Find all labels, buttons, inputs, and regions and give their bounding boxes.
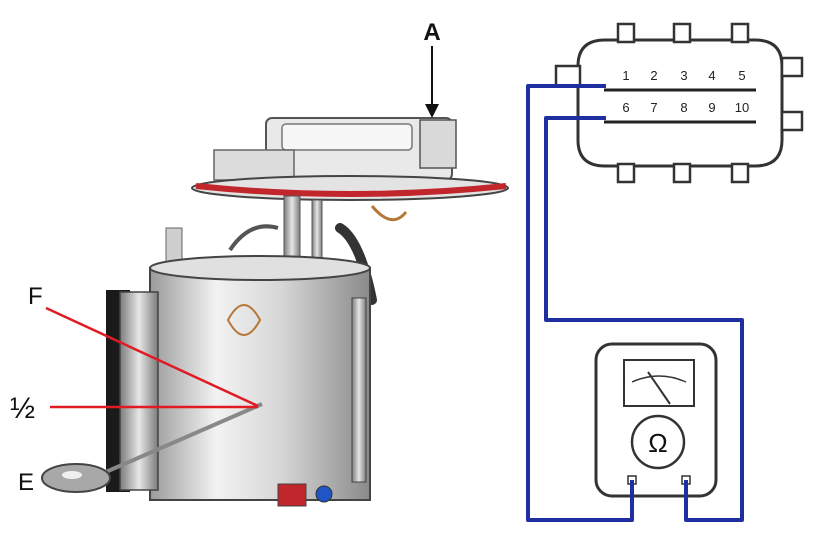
reservoir-body bbox=[149, 267, 371, 501]
pin-label-8: 8 bbox=[680, 100, 687, 115]
module-cover bbox=[281, 123, 413, 151]
pin-label-10: 10 bbox=[735, 100, 749, 115]
module-side-block bbox=[213, 149, 295, 181]
meter-dial bbox=[623, 359, 695, 407]
test-lead-pin1 bbox=[526, 84, 634, 522]
connector-top-key-1 bbox=[616, 22, 636, 44]
label-a: A bbox=[423, 19, 440, 46]
connector-top-key-2 bbox=[672, 22, 692, 44]
ohmmeter: Ω bbox=[594, 342, 718, 498]
flange-seal bbox=[195, 183, 507, 197]
label-e: E bbox=[18, 469, 34, 496]
sensor-wire bbox=[370, 205, 408, 222]
pin-row-top: 1 2 3 4 5 bbox=[622, 68, 745, 83]
label-half: ½ bbox=[10, 392, 35, 425]
pin-label-1: 1 bbox=[622, 68, 629, 83]
connector-left-latch bbox=[554, 64, 582, 88]
bottom-fitting-red bbox=[277, 483, 307, 507]
side-rail bbox=[351, 297, 367, 483]
float-arm bbox=[91, 402, 263, 480]
pin-label-5: 5 bbox=[738, 68, 745, 83]
ohm-symbol: Ω bbox=[648, 428, 667, 458]
connector-bottom-key-2 bbox=[672, 162, 692, 184]
electrical-connector-a bbox=[419, 119, 457, 169]
internal-wire bbox=[226, 304, 262, 336]
connector-bottom-key-1 bbox=[616, 162, 636, 184]
connector-bottom-key-3 bbox=[730, 162, 750, 184]
wiring-harness bbox=[228, 224, 279, 252]
connector-10-pin: 1 2 3 4 5 6 7 8 9 10 bbox=[554, 22, 804, 184]
pointer-arrow-a bbox=[425, 104, 439, 118]
meter-scale bbox=[631, 375, 687, 383]
fuel-pump-assembly bbox=[41, 117, 509, 507]
pin-label-2: 2 bbox=[650, 68, 657, 83]
pin-row-bottom: 6 7 8 9 10 bbox=[622, 100, 749, 115]
pin-label-3: 3 bbox=[680, 68, 687, 83]
callouts: A F ½ E bbox=[10, 19, 441, 496]
reservoir-rim bbox=[149, 255, 371, 281]
test-lead-pin6 bbox=[544, 116, 744, 522]
connector-right-tab-top bbox=[780, 56, 804, 78]
bottom-fitting-blue bbox=[315, 485, 333, 503]
pointer-line-f bbox=[45, 306, 259, 408]
pin-label-6: 6 bbox=[622, 100, 629, 115]
float-highlight bbox=[62, 471, 82, 479]
pin-label-7: 7 bbox=[650, 100, 657, 115]
test-leads bbox=[526, 84, 744, 522]
pin-label-4: 4 bbox=[708, 68, 715, 83]
label-f: F bbox=[28, 283, 43, 310]
meter-needle bbox=[647, 371, 671, 405]
connector-top-key-3 bbox=[730, 22, 750, 44]
level-sender-housing bbox=[119, 291, 159, 491]
pin-label-9: 9 bbox=[708, 100, 715, 115]
connector-shell bbox=[576, 38, 784, 168]
meter-selector-knob bbox=[630, 414, 686, 470]
connector-right-tab-bottom bbox=[780, 110, 804, 132]
